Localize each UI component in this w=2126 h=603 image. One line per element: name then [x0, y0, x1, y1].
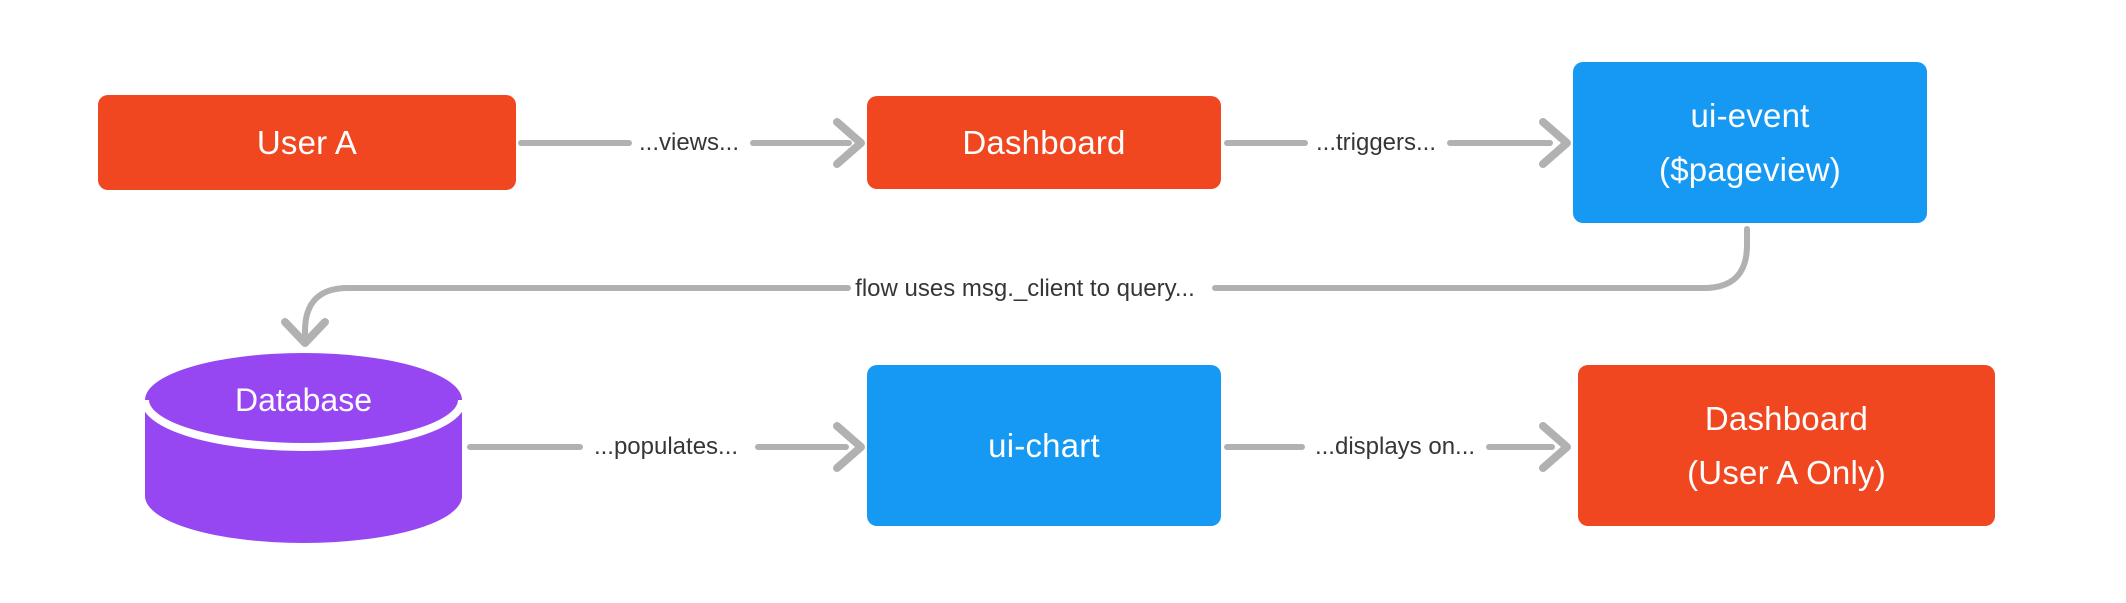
edge-label-query: flow uses msg._client to query... — [851, 275, 1199, 303]
edge-query-line-right — [1212, 226, 1750, 291]
edge-query-line-left — [302, 285, 851, 337]
node-user-a-label: User A — [256, 123, 358, 161]
node-dashboard-user-a-only-label-line2: (User A Only) — [1687, 453, 1886, 491]
node-ui-event-label-line1: ui-event — [1690, 96, 1810, 134]
arrowhead-right-icon — [833, 118, 865, 168]
node-ui-event: ui-event ($pageview) — [1573, 62, 1927, 223]
node-dashboard: Dashboard — [867, 96, 1221, 189]
node-dashboard-user-a-only-label-line1: Dashboard — [1704, 399, 1869, 437]
node-ui-chart-label: ui-chart — [988, 426, 1100, 464]
database-cylinder-top — [145, 353, 462, 447]
edge-label-displays-on: ...displays on... — [1310, 433, 1480, 461]
arrowhead-right-icon — [1539, 422, 1571, 472]
database-cylinder-separator — [141, 399, 466, 451]
node-ui-event-label-line2: ($pageview) — [1659, 150, 1841, 188]
edge-label-triggers: ...triggers... — [1311, 129, 1441, 157]
arrowhead-right-icon — [1539, 118, 1571, 168]
node-dashboard-user-a-only: Dashboard (User A Only) — [1578, 365, 1995, 526]
arrowhead-down-icon — [281, 318, 329, 347]
edge-label-populates: ...populates... — [589, 433, 743, 461]
node-user-a: User A — [98, 95, 516, 190]
node-database-label: Database — [235, 382, 372, 418]
node-dashboard-label: Dashboard — [962, 123, 1126, 161]
arrowhead-right-icon — [833, 422, 865, 472]
database-cylinder-icon — [141, 353, 466, 543]
edge-label-views: ...views... — [634, 129, 744, 157]
node-ui-chart: ui-chart — [867, 365, 1221, 526]
